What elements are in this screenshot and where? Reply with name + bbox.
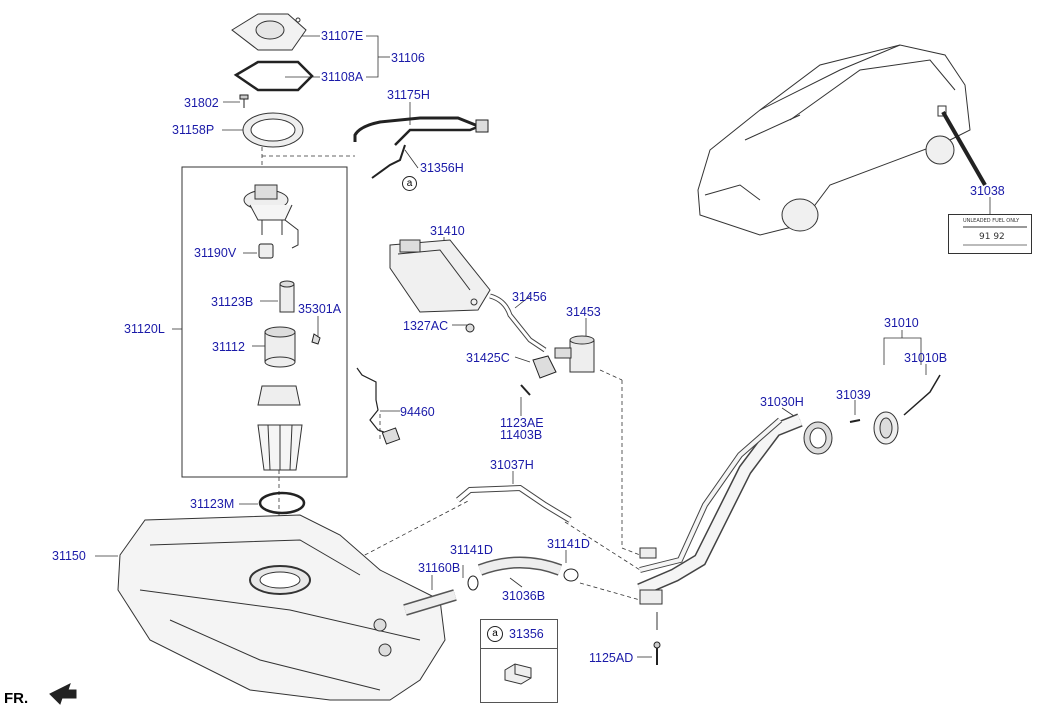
filler-neck <box>637 413 833 630</box>
legend-box: a 31356 <box>480 619 558 703</box>
valve-31453 <box>554 335 595 373</box>
part-label-35301a[interactable]: 35301A <box>298 302 342 316</box>
part-label-31453[interactable]: 31453 <box>566 305 601 319</box>
fr-arrow <box>49 683 77 705</box>
fuel-label-rating: 91 92 <box>979 232 1005 242</box>
part-label-31120l[interactable]: 31120L <box>124 322 165 336</box>
part-label-31150[interactable]: 31150 <box>52 549 86 563</box>
gasket <box>233 60 314 92</box>
part-label-31036b[interactable]: 31036B <box>502 589 546 603</box>
part-label-11403b[interactable]: 11403B <box>500 428 543 442</box>
fuel-cap <box>873 411 899 445</box>
part-label-31107e[interactable]: 31107E <box>321 29 364 43</box>
part-label-31802[interactable]: 31802 <box>184 96 219 110</box>
part-label-1123ae[interactable]: 1123AE <box>500 416 544 430</box>
vapor-tube <box>353 116 479 142</box>
bolt-31802 <box>239 94 249 108</box>
pump-motor <box>279 280 295 313</box>
part-label-31038[interactable]: 31038 <box>970 184 1005 198</box>
pump-assembly-frame <box>181 166 348 478</box>
part-35301a <box>311 333 321 345</box>
part-label-31010b[interactable]: 31010B <box>904 351 948 365</box>
part-label-31175h[interactable]: 31175H <box>387 88 430 102</box>
legend-letter: a <box>487 626 503 642</box>
clip-icon <box>504 663 532 685</box>
part-label-31108a[interactable]: 31108A <box>321 70 364 84</box>
part-label-31425c[interactable]: 31425C <box>466 351 510 365</box>
nut-1327ac <box>465 323 475 333</box>
part-label-31030h[interactable]: 31030H <box>760 395 804 409</box>
fuel-sender <box>356 367 396 437</box>
bracket-31425c <box>532 355 557 379</box>
part-label-31037h[interactable]: 31037H <box>490 458 534 472</box>
part-label-1327ac[interactable]: 1327AC <box>403 319 449 333</box>
reservoir-cup <box>257 385 303 471</box>
vent-hose <box>456 484 572 523</box>
filter-housing <box>264 326 296 368</box>
part-label-31160b[interactable]: 31160B <box>418 561 461 575</box>
part-31190v <box>258 243 274 259</box>
clamp-b <box>563 568 579 582</box>
bolt-1123ae <box>520 384 531 396</box>
part-label-31039[interactable]: 31039 <box>836 388 871 402</box>
part-label-31141d-b[interactable]: 31141D <box>547 537 590 551</box>
part-label-31356h[interactable]: 31356H <box>420 161 464 175</box>
part-label-1125ad[interactable]: 1125AD <box>589 651 634 665</box>
filler-tube-31160b <box>403 589 457 616</box>
callout-a: a <box>402 176 417 191</box>
seal-31123m <box>258 491 306 515</box>
lock-ring <box>242 112 304 148</box>
part-label-31141d-a[interactable]: 31141D <box>450 543 493 557</box>
part-label-31456[interactable]: 31456 <box>512 290 547 304</box>
car-illustration <box>697 44 987 236</box>
part-label-31106[interactable]: 31106 <box>391 51 425 65</box>
part-label-31112[interactable]: 31112 <box>212 340 245 354</box>
pump-cover <box>231 13 307 51</box>
fuel-label-heading: UNLEADED FUEL ONLY <box>963 218 1020 224</box>
part-label-31123m[interactable]: 31123M <box>190 497 235 511</box>
part-label-31190v[interactable]: 31190V <box>194 246 237 260</box>
fuel-tank <box>117 514 446 701</box>
part-label-94460[interactable]: 94460 <box>400 405 435 419</box>
legend-divider <box>481 648 557 649</box>
tether-31010b <box>903 374 941 416</box>
part-label-31123b[interactable]: 31123B <box>211 295 254 309</box>
fuel-label-line-2 <box>963 244 1027 246</box>
part-label-31410[interactable]: 31410 <box>430 224 465 238</box>
screw-31039 <box>849 419 861 423</box>
fuel-label-line <box>963 226 1027 228</box>
part-label-31158p[interactable]: 31158P <box>172 123 215 137</box>
part-label-31010[interactable]: 31010 <box>884 316 919 330</box>
fuel-type-label: UNLEADED FUEL ONLY 91 92 <box>948 214 1032 254</box>
pump-flange <box>243 184 299 249</box>
legend-part-code[interactable]: 31356 <box>509 627 544 641</box>
canister <box>389 239 491 313</box>
clamp-a <box>467 575 479 591</box>
front-direction-label: FR. <box>4 690 29 707</box>
